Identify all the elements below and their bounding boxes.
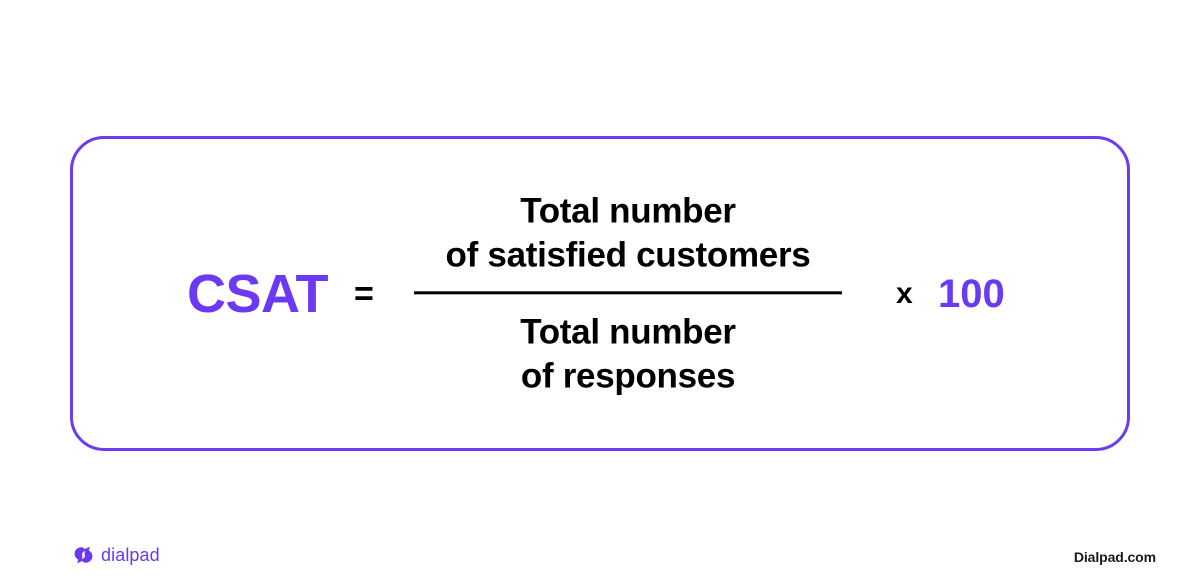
fraction-denominator: Total number of responses: [520, 310, 736, 398]
numerator-line-1: Total number: [520, 190, 736, 230]
brand-logo: dialpad: [74, 546, 160, 564]
multiplier-value: 100: [938, 271, 1005, 316]
denominator-line-2: of responses: [520, 356, 736, 396]
fraction: Total number of satisfied customers Tota…: [403, 189, 853, 398]
denominator-line-1: Total number: [520, 312, 736, 351]
brand-wordmark: dialpad: [101, 545, 160, 565]
dialpad-speech-bubble-icon: [74, 547, 93, 563]
metric-label-csat: CSAT: [187, 263, 329, 324]
fraction-numerator: Total number of satisfied customers: [446, 189, 811, 277]
equals-sign: =: [354, 274, 374, 313]
formula-expression: CSAT = Total number of satisfied custome…: [73, 139, 1127, 448]
multiply-sign: x: [896, 276, 913, 310]
numerator-line-2: of satisfied customers: [445, 234, 811, 274]
fraction-bar: [414, 291, 842, 294]
footer-site-url: Dialpad.com: [1073, 549, 1156, 565]
csat-formula-card: CSAT = Total number of satisfied custome…: [70, 136, 1130, 451]
